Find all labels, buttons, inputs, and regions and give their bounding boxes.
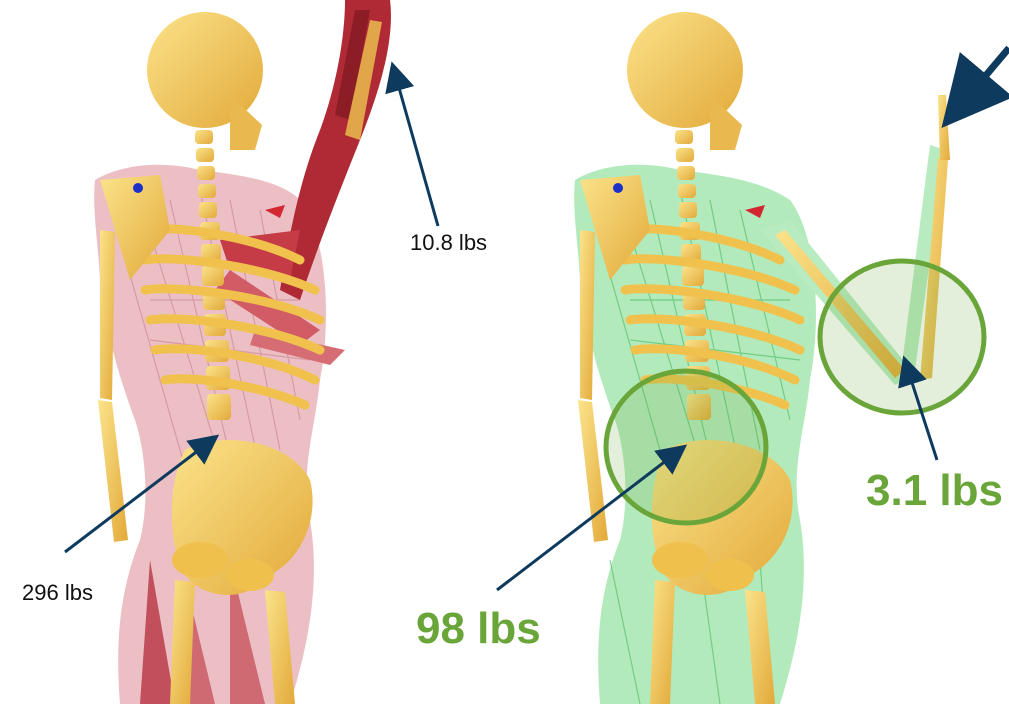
label-back-force-right: 98 lbs xyxy=(416,604,541,654)
label-arm-force-left: 10.8 lbs xyxy=(410,230,487,256)
right-arm-bone xyxy=(580,230,595,400)
arrow-arm-force-left xyxy=(394,70,438,226)
label-back-force-left: 296 lbs xyxy=(22,580,93,606)
highlight-circle-back xyxy=(606,371,766,523)
label-elbow-force-right: 3.1 lbs xyxy=(866,466,1003,516)
left-figure xyxy=(65,0,438,704)
highlight-circle-elbow xyxy=(820,261,984,413)
left-arm-bone xyxy=(100,230,115,400)
arrow-hand-force-right xyxy=(955,48,1009,112)
right-figure xyxy=(497,12,1009,704)
